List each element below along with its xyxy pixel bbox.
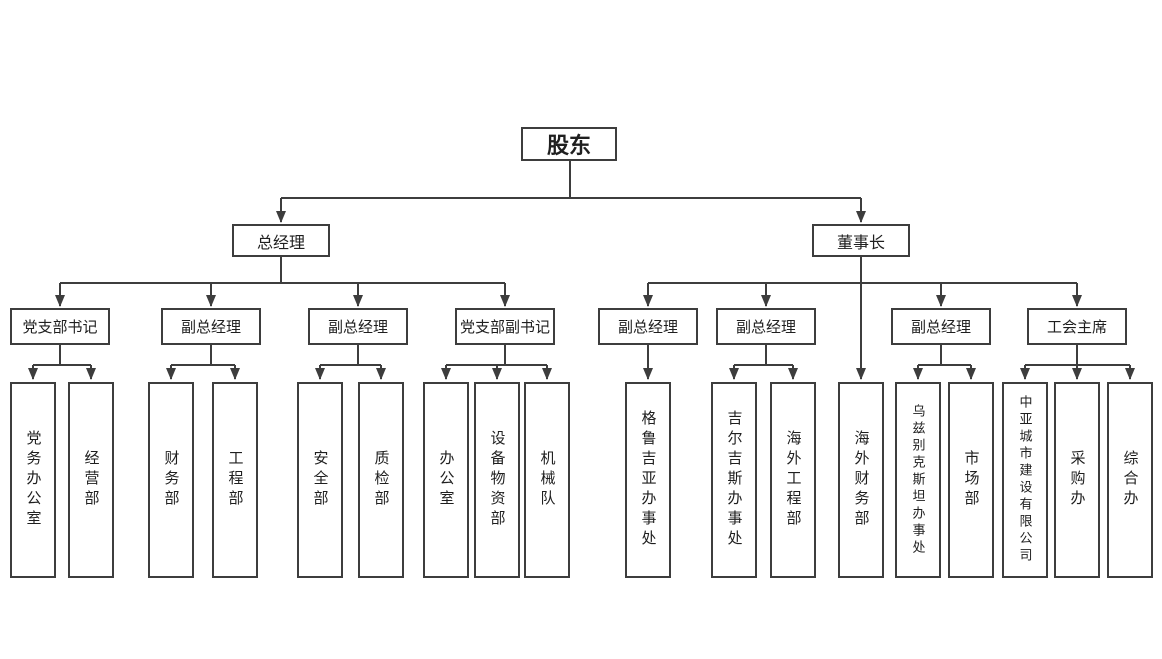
node-label: 副总经理 (327, 319, 388, 336)
node-deputy-gm-5: 副总经理 (891, 308, 991, 345)
node-label: 办公室 (437, 450, 455, 510)
node-label: 格鲁吉亚办事处 (639, 410, 657, 550)
node-overseas-finance-dept: 海外财务部 (838, 382, 884, 578)
node-shareholders: 股东 (521, 127, 617, 161)
node-general-manager: 总经理 (232, 224, 330, 257)
node-deputy-gm-1: 副总经理 (161, 308, 261, 345)
node-label: 董事长 (836, 234, 885, 252)
node-deputy-gm-4: 副总经理 (716, 308, 816, 345)
node-overseas-engineering-dept: 海外工程部 (770, 382, 816, 578)
node-label: 财务部 (162, 450, 180, 510)
node-business-dept: 经营部 (68, 382, 114, 578)
node-label: 党支部副书记 (459, 319, 550, 336)
node-equipment-materials-dept: 设备物资部 (474, 382, 520, 578)
node-label: 中亚城市建设有限公司 (1017, 395, 1033, 565)
node-label: 经营部 (82, 450, 100, 510)
node-chairman: 董事长 (812, 224, 910, 257)
node-general-affairs-office: 综合办 (1107, 382, 1153, 578)
node-label: 党务办公室 (24, 430, 42, 530)
node-quality-inspection-dept: 质检部 (358, 382, 404, 578)
node-label: 副总经理 (180, 319, 241, 336)
node-deputy-party-branch-secretary: 党支部副书记 (455, 308, 555, 345)
node-label: 海外财务部 (852, 430, 870, 530)
node-label: 工会主席 (1046, 319, 1107, 336)
node-safety-dept: 安全部 (297, 382, 343, 578)
node-machinery-team: 机械队 (524, 382, 570, 578)
node-label: 总经理 (256, 234, 305, 252)
node-label: 工程部 (226, 450, 244, 510)
node-kyrgyzstan-office: 吉尔吉斯办事处 (711, 382, 757, 578)
node-market-dept: 市场部 (948, 382, 994, 578)
node-georgia-office: 格鲁吉亚办事处 (625, 382, 671, 578)
node-party-branch-secretary: 党支部书记 (10, 308, 110, 345)
node-party-affairs-office: 党务办公室 (10, 382, 56, 578)
node-label: 吉尔吉斯办事处 (725, 410, 743, 550)
node-deputy-gm-3: 副总经理 (598, 308, 698, 345)
node-label: 综合办 (1121, 450, 1139, 510)
node-label: 安全部 (311, 450, 329, 510)
node-label: 机械队 (538, 450, 556, 510)
node-uzbekistan-office: 乌兹别克斯坦办事处 (895, 382, 941, 578)
node-label: 设备物资部 (488, 430, 506, 530)
node-procurement-office: 采购办 (1054, 382, 1100, 578)
node-label: 副总经理 (735, 319, 796, 336)
node-label: 质检部 (372, 450, 390, 510)
node-label: 市场部 (962, 450, 980, 510)
node-label: 副总经理 (910, 319, 971, 336)
node-label: 采购办 (1068, 450, 1086, 510)
node-label: 海外工程部 (784, 430, 802, 530)
node-label: 股东 (546, 133, 591, 158)
node-deputy-gm-2: 副总经理 (308, 308, 408, 345)
node-label: 乌兹别克斯坦办事处 (910, 403, 926, 557)
node-central-asia-urban-construction-co: 中亚城市建设有限公司 (1002, 382, 1048, 578)
node-union-chairman: 工会主席 (1027, 308, 1127, 345)
node-label: 副总经理 (617, 319, 678, 336)
node-label: 党支部书记 (22, 319, 98, 336)
node-finance-dept: 财务部 (148, 382, 194, 578)
node-engineering-dept: 工程部 (212, 382, 258, 578)
node-office: 办公室 (423, 382, 469, 578)
